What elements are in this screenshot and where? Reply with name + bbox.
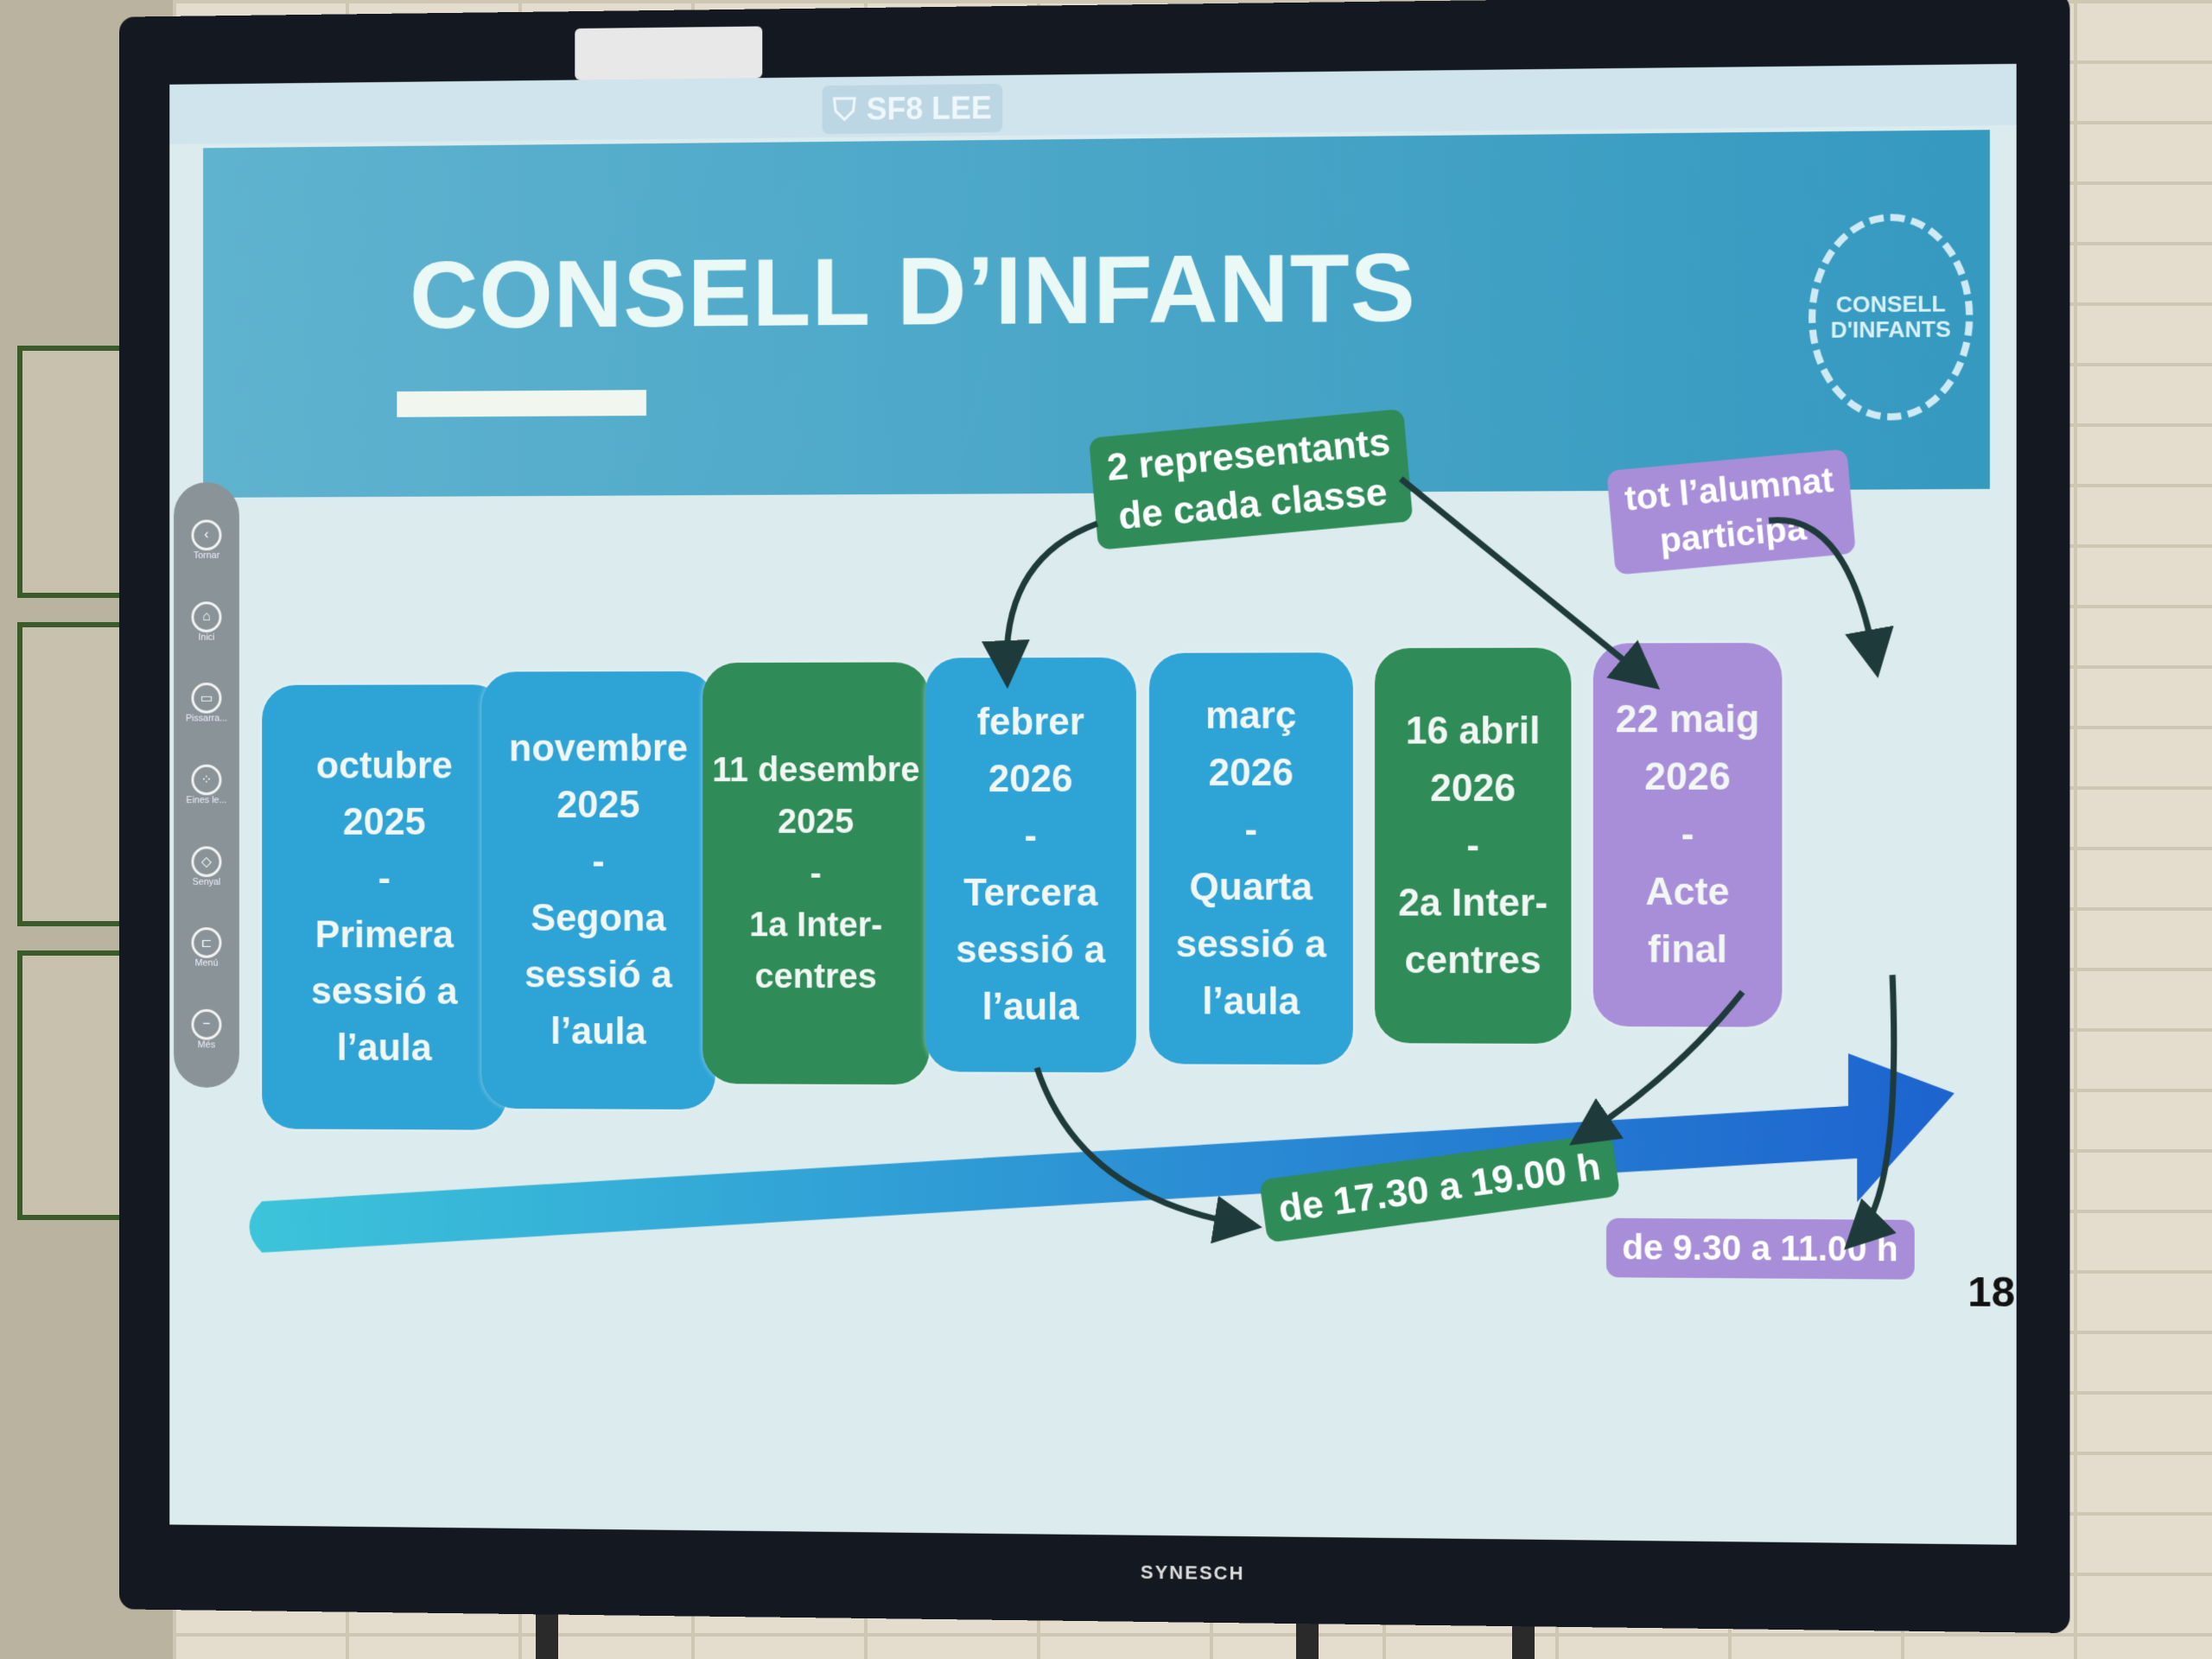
arrow-from-desembre xyxy=(1037,1068,1244,1224)
connector-arrows xyxy=(169,64,2016,1545)
camera xyxy=(575,26,762,79)
arrow-from-abril xyxy=(1585,992,1743,1136)
screen: ⛉ SF8 LEE CONSELL D’INFANTS CONSELLD'INF… xyxy=(169,64,2016,1545)
arrow-to-maig xyxy=(1769,519,1875,660)
page-number: 18 xyxy=(1967,1268,2015,1317)
monitor: ⛉ SF8 LEE CONSELL D’INFANTS CONSELLD'INF… xyxy=(119,0,2069,1633)
arrow-to-abril xyxy=(1401,478,1645,679)
monitor-brand: SYNESCH xyxy=(1141,1561,1245,1585)
arrow-from-maig xyxy=(1857,975,1894,1237)
arrow-to-desembre xyxy=(1007,524,1097,671)
